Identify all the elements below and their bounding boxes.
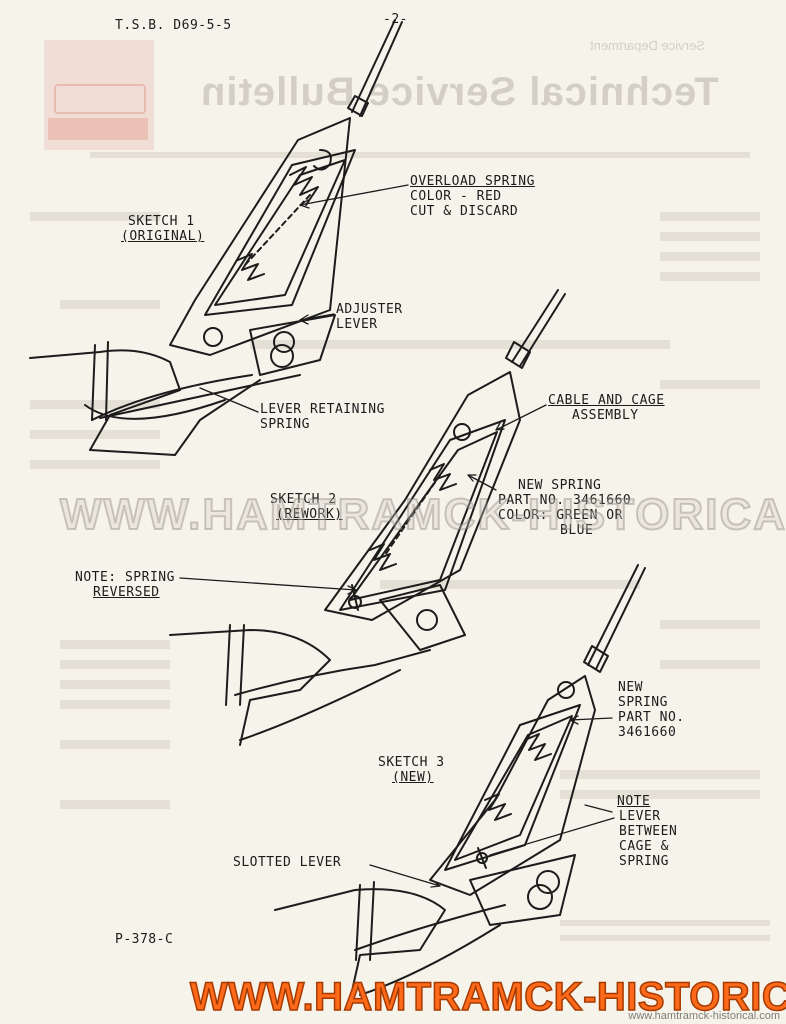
bleed-logo-badge: [54, 84, 146, 114]
new-spring-2-color-2: BLUE: [560, 523, 594, 538]
bleed-line: [380, 580, 640, 589]
sketch-1-drawing: [29, 19, 403, 456]
new-spring-3-part-2: 3461660: [618, 725, 677, 740]
sketch-2-title: SKETCH 2: [270, 492, 337, 507]
bleed-line: [60, 700, 170, 709]
bleed-line: [60, 800, 170, 809]
bleed-line: [90, 152, 750, 158]
bleed-line: [660, 212, 760, 221]
new-spring-3-label: NEW: [618, 680, 643, 695]
bleed-line: [660, 232, 760, 241]
bleed-line: [30, 400, 160, 409]
leader-lines: [179, 184, 615, 888]
watermark-bottom: WWW.HAMTRAMCK-HISTORICAL.COM: [189, 974, 786, 1020]
sketch-3-title: SKETCH 3: [378, 755, 445, 770]
note-lever-label-4: CAGE &: [619, 839, 669, 854]
bleed-line: [660, 272, 760, 281]
watermark-small: www.hamtramck-historical.com: [628, 1010, 780, 1022]
sketch-1-title: SKETCH 1: [128, 214, 195, 229]
bleed-line: [660, 252, 760, 261]
bleed-line: [560, 770, 760, 779]
note-lever-label-5: SPRING: [619, 854, 669, 869]
note-reversed-label-2: REVERSED: [93, 585, 160, 600]
bleed-line: [30, 460, 160, 469]
bleed-line: [60, 680, 170, 689]
page-number: -2-: [383, 12, 408, 27]
new-spring-3-part: PART NO.: [618, 710, 685, 725]
tsb-number: T.S.B. D69-5-5: [115, 18, 232, 33]
bleed-line: [660, 380, 760, 389]
bleed-line: [30, 430, 160, 439]
new-spring-3-label-2: SPRING: [618, 695, 668, 710]
new-spring-2-label: NEW SPRING: [518, 478, 602, 493]
sketch-3-subtitle: (NEW): [392, 770, 434, 785]
note-lever-label: NOTE: [617, 794, 651, 809]
lever-retaining-spring-label: LEVER RETAINING: [260, 402, 385, 417]
sketch-2-subtitle: (REWORK): [276, 507, 343, 522]
adjuster-lever-label-2: LEVER: [336, 317, 378, 332]
bleed-line: [60, 300, 160, 309]
cable-cage-label-2: ASSEMBLY: [572, 408, 639, 423]
bleed-line: [560, 790, 760, 799]
note-reversed-label: NOTE: SPRING: [75, 570, 175, 585]
bleed-line: [560, 920, 770, 926]
sketch-1-subtitle: (ORIGINAL): [121, 229, 205, 244]
bleed-logo-bar: [48, 118, 148, 140]
overload-spring-label: OVERLOAD SPRING: [410, 174, 535, 189]
note-lever-label-2: LEVER: [619, 809, 661, 824]
bleed-line: [60, 660, 170, 669]
bleed-line: [60, 740, 170, 749]
overload-spring-color: COLOR - RED: [410, 189, 502, 204]
slotted-lever-label: SLOTTED LEVER: [233, 855, 342, 870]
overload-spring-instruction: CUT & DISCARD: [410, 204, 519, 219]
bleed-line: [660, 660, 760, 669]
bleed-line: [30, 212, 160, 221]
note-lever-label-3: BETWEEN: [619, 824, 678, 839]
bleed-line: [660, 620, 760, 629]
sketch-3-drawing: [274, 564, 646, 1001]
bleed-line: [60, 640, 170, 649]
new-spring-2-color: COLOR: GREEN OR: [498, 508, 623, 523]
bleed-logo: [44, 40, 154, 150]
cable-cage-label: CABLE AND CAGE: [548, 393, 665, 408]
footer-code: P-378-C: [115, 932, 174, 947]
new-spring-2-part: PART NO. 3461660: [498, 493, 632, 508]
bleed-line: [560, 935, 770, 941]
lever-retaining-spring-label-2: SPRING: [260, 417, 310, 432]
watermark-middle: WWW.HAMTRAMCK-HISTORICAL.COM: [59, 489, 786, 540]
bleed-line: [250, 340, 670, 349]
adjuster-lever-label: ADJUSTER: [336, 302, 403, 317]
